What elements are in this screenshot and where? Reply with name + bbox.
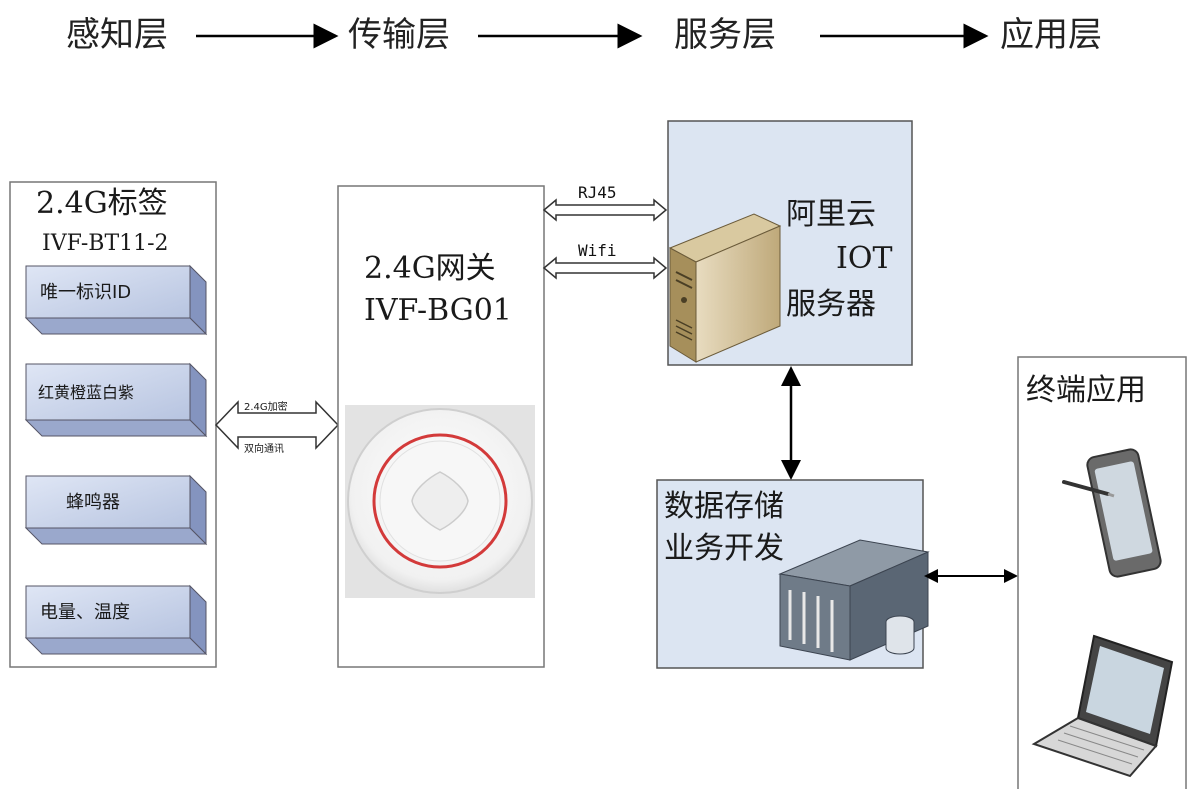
tag-title: 2.4G标签 bbox=[36, 186, 168, 221]
server-storage-link bbox=[781, 366, 801, 480]
server-panel: 阿里云 IOT 服务器 bbox=[667, 120, 913, 366]
terminal-panel: 终端应用 bbox=[1017, 356, 1187, 789]
laptop-icon bbox=[1031, 634, 1174, 778]
tablet-icon bbox=[1062, 448, 1162, 578]
gateway-title: 2.4G网关 bbox=[364, 251, 496, 286]
storage-terminal-link bbox=[924, 569, 1018, 583]
server-line1: 阿里云 bbox=[786, 197, 876, 232]
tag-feature-battery-temp: 电量、温度 bbox=[24, 584, 208, 656]
tag-feature-label: 蜂鸣器 bbox=[66, 492, 120, 513]
wifi-label: Wifi bbox=[578, 241, 617, 260]
server-line2: IOT bbox=[836, 241, 892, 276]
tower-server-icon bbox=[668, 213, 782, 363]
tag-feature-label: 电量、温度 bbox=[40, 602, 130, 623]
tag-feature-color: 红黄橙蓝白紫 bbox=[24, 362, 208, 438]
tag-feature-buzzer: 蜂鸣器 bbox=[24, 474, 208, 546]
layer-transport-label: 传输层 bbox=[348, 15, 450, 55]
gateway-device-photo bbox=[345, 405, 535, 598]
gateway-panel: 2.4G网关 IVF-BG01 bbox=[337, 185, 545, 668]
tag-model: IVF-BT11-2 bbox=[42, 231, 169, 256]
layer-header: 感知层 传输层 服务层 应用层 bbox=[66, 15, 1102, 55]
wifi-block-arrow bbox=[542, 256, 668, 280]
gateway-model: IVF-BG01 bbox=[364, 293, 512, 328]
rj45-block-arrow bbox=[542, 198, 668, 222]
tag-feature-id: 唯一标识ID bbox=[24, 264, 208, 336]
tag-feature-label: 唯一标识ID bbox=[40, 282, 131, 303]
storage-line1: 数据存储 bbox=[664, 489, 784, 524]
server-line3: 服务器 bbox=[786, 287, 876, 322]
tag-feature-label: 红黄橙蓝白紫 bbox=[38, 383, 134, 402]
gateway-server-links: RJ45 Wifi bbox=[542, 183, 668, 280]
link-bidirectional-label: 双向通讯 bbox=[244, 442, 284, 455]
storage-panel: 数据存储 业务开发 bbox=[656, 479, 930, 669]
rj45-label: RJ45 bbox=[578, 183, 617, 202]
storage-line2: 业务开发 bbox=[664, 531, 784, 566]
layer-application-label: 应用层 bbox=[1000, 15, 1102, 55]
tag-gateway-link: 2.4G加密 双向通讯 bbox=[214, 400, 340, 455]
layer-service-label: 服务层 bbox=[674, 15, 776, 55]
link-encryption-label: 2.4G加密 bbox=[244, 400, 288, 413]
tag-panel: 2.4G标签 IVF-BT11-2 唯一标识ID 红黄橙蓝白紫 蜂鸣器 电量、温 bbox=[9, 181, 217, 668]
layer-perception-label: 感知层 bbox=[66, 15, 168, 55]
rack-server-icon bbox=[778, 539, 930, 661]
terminal-title: 终端应用 bbox=[1026, 373, 1146, 408]
